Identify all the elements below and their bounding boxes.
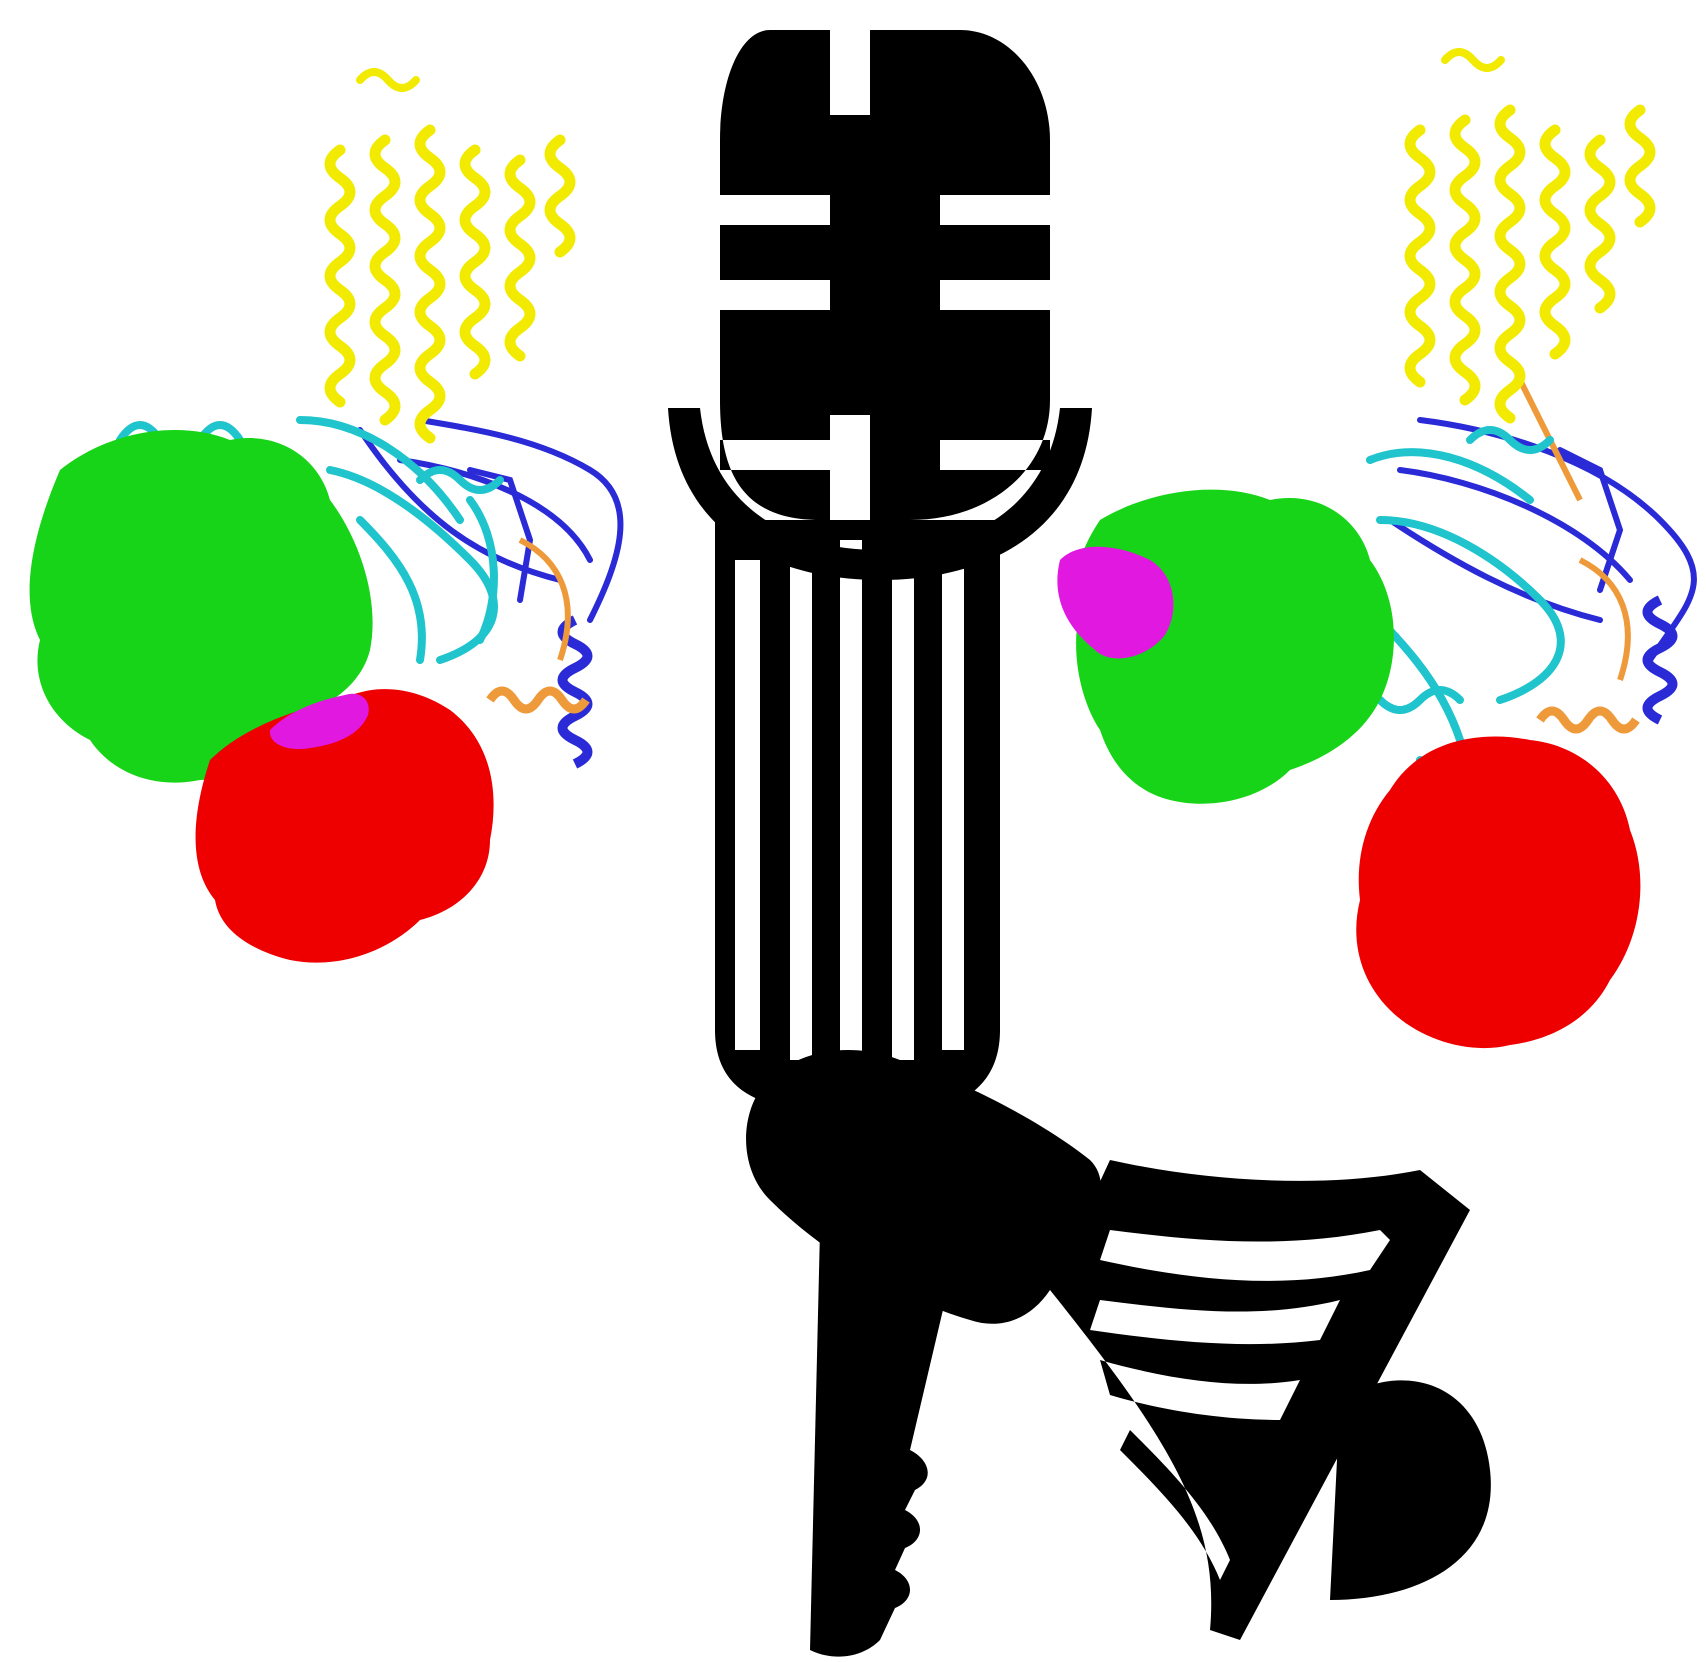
green-surface-left <box>29 430 373 783</box>
orange-helix-left <box>486 537 590 714</box>
blue-cartoon-region <box>357 417 624 623</box>
yellow-helices-left <box>324 68 576 444</box>
microphone-icon <box>668 30 1092 1100</box>
protein-complex-right <box>1057 48 1697 1049</box>
blue-helix-right <box>1642 595 1678 725</box>
microphone-head <box>720 30 1050 520</box>
megaphone-horn <box>1050 1160 1470 1640</box>
red-surface-left <box>195 689 494 963</box>
magenta-patch-right <box>1057 546 1174 659</box>
megaphone-dome <box>1330 1380 1491 1600</box>
red-surface-right <box>1356 736 1641 1049</box>
blue-helix-left <box>557 615 593 769</box>
microphone-handle <box>715 520 1000 1100</box>
protein-complex-left <box>29 68 624 963</box>
yellow-helices-right <box>1404 48 1656 424</box>
megaphone-body <box>746 1050 1101 1324</box>
magenta-patch-left <box>269 693 369 750</box>
megaphone-icon <box>746 1050 1491 1657</box>
megaphone-handle <box>810 1230 950 1657</box>
cyan-cartoon-region <box>116 416 504 664</box>
